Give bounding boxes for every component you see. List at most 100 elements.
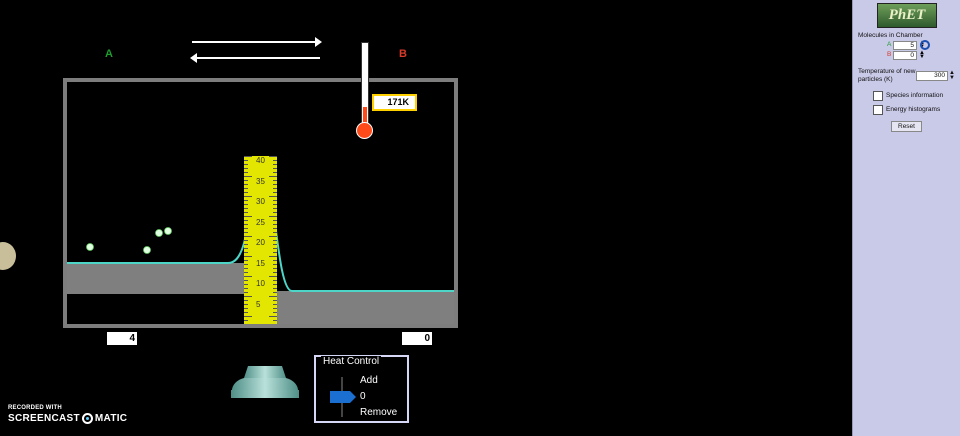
- ruler-tick: [244, 268, 248, 269]
- ruler-tick: [244, 168, 248, 169]
- temperature-input[interactable]: 300: [916, 71, 948, 81]
- ruler-tick: [273, 168, 277, 169]
- ruler-tick: [244, 292, 248, 293]
- ruler-tick: [244, 232, 248, 233]
- ruler-tick: [273, 160, 277, 161]
- molecules-a-label: A: [887, 41, 892, 48]
- ruler-tick-label: 15: [256, 258, 265, 268]
- ruler-tick: [244, 188, 248, 189]
- ruler-tick: [273, 260, 277, 261]
- ruler-tick: [273, 280, 277, 281]
- ruler-tick: [273, 300, 277, 301]
- ruler-tick: [244, 160, 248, 161]
- ruler-tick: [244, 172, 248, 173]
- ruler-tick: [244, 204, 248, 205]
- ruler-tick: [244, 184, 248, 185]
- phet-logo[interactable]: PhET: [877, 3, 937, 28]
- molecules-b-input[interactable]: 0: [893, 51, 917, 60]
- ruler-tick: [244, 280, 248, 281]
- ruler-tick: [273, 240, 277, 241]
- counter-b: 0: [402, 332, 432, 345]
- heat-slider-knob[interactable]: [330, 391, 356, 403]
- ruler-tick: [273, 284, 277, 285]
- ruler-tick: [244, 276, 252, 277]
- ruler-tick: [244, 296, 252, 297]
- ruler-tick: [244, 228, 248, 229]
- molecules-b-row: B 0 ▲▼: [883, 50, 953, 61]
- floor-right: [277, 291, 454, 324]
- ruler-tick: [244, 316, 252, 317]
- energy-histograms-checkbox[interactable]: [873, 105, 883, 115]
- molecules-a-input[interactable]: 5: [893, 41, 917, 50]
- ruler-tick: [273, 320, 277, 321]
- ruler-tick: [273, 248, 277, 249]
- watermark-right: MATIC: [94, 413, 128, 425]
- molecules-b-spinner-icon[interactable]: ▲▼: [919, 50, 925, 60]
- heat-add-label: Add: [360, 375, 378, 386]
- species-info-label: Species information: [886, 92, 944, 99]
- ruler-tick: [244, 156, 252, 157]
- side-knob-icon[interactable]: [0, 242, 16, 270]
- heat-remove-label: Remove: [360, 407, 398, 418]
- ruler-tick: [269, 176, 277, 177]
- ruler-tick: [273, 228, 277, 229]
- forward-reaction-arrow: [192, 37, 322, 47]
- ruler-tick: [273, 268, 277, 269]
- ruler-tick: [244, 304, 248, 305]
- watermark-brand: SCREENCAST MATIC: [8, 413, 127, 424]
- reset-button[interactable]: Reset: [891, 121, 922, 132]
- ruler-tick: [244, 196, 252, 197]
- ruler-tick: [244, 308, 248, 309]
- heat-zero-label: 0: [360, 391, 366, 402]
- ruler-tick: [244, 200, 248, 201]
- ruler-tick: [273, 288, 277, 289]
- ruler-tick: [244, 192, 248, 193]
- ruler-tick: [273, 220, 277, 221]
- floor-left: [67, 263, 245, 294]
- ruler-tick: [244, 300, 248, 301]
- cursor-icon: [920, 40, 930, 50]
- molecule-a[interactable]: [143, 246, 151, 254]
- counter-a: 4: [107, 332, 137, 345]
- temperature-spinner-icon[interactable]: ▲▼: [949, 70, 955, 81]
- ruler-tick: [273, 244, 277, 245]
- label-a: A: [105, 48, 113, 60]
- ruler-tick: [269, 156, 277, 157]
- ruler-tick: [269, 236, 277, 237]
- ruler-tick: [269, 216, 277, 217]
- screencast-watermark: RECORDED WITH SCREENCAST MATIC: [8, 405, 127, 424]
- ruler-tick: [269, 296, 277, 297]
- ruler-tick: [244, 320, 248, 321]
- ruler-tick: [273, 204, 277, 205]
- ruler-tick: [269, 316, 277, 317]
- thermometer-fill: [363, 107, 367, 127]
- molecule-a[interactable]: [86, 243, 94, 251]
- ruler-tick: [244, 312, 248, 313]
- ruler-tick: [273, 252, 277, 253]
- ruler-tick-label: 35: [256, 176, 265, 186]
- species-info-checkbox[interactable]: [873, 91, 883, 101]
- watermark-left: SCREENCAST: [8, 413, 80, 425]
- ruler-tick: [273, 188, 277, 189]
- molecule-a[interactable]: [155, 229, 163, 237]
- ruler-tick: [244, 176, 252, 177]
- reaction-chamber: [63, 78, 458, 328]
- thermometer-bulb: [356, 122, 373, 139]
- molecule-a[interactable]: [164, 227, 172, 235]
- ruler-tick: [273, 312, 277, 313]
- ruler-tick-label: 20: [256, 238, 265, 247]
- control-panel: PhET Molecules in Chamber A 5 ▲▼ B 0 ▲▼ …: [852, 0, 960, 436]
- ruler-tick: [244, 272, 248, 273]
- ruler-tick: [273, 184, 277, 185]
- heat-control-title: Heat Control: [321, 356, 382, 367]
- watermark-top: RECORDED WITH: [8, 405, 62, 411]
- watermark-dot-icon: [81, 413, 93, 424]
- ruler-tick: [244, 224, 248, 225]
- ruler-tick: [244, 180, 248, 181]
- reverse-reaction-arrow: [190, 53, 320, 63]
- ruler-tick: [244, 240, 248, 241]
- energy-histograms-label: Energy histograms: [886, 106, 941, 113]
- ruler-tick-label: 5: [256, 299, 261, 309]
